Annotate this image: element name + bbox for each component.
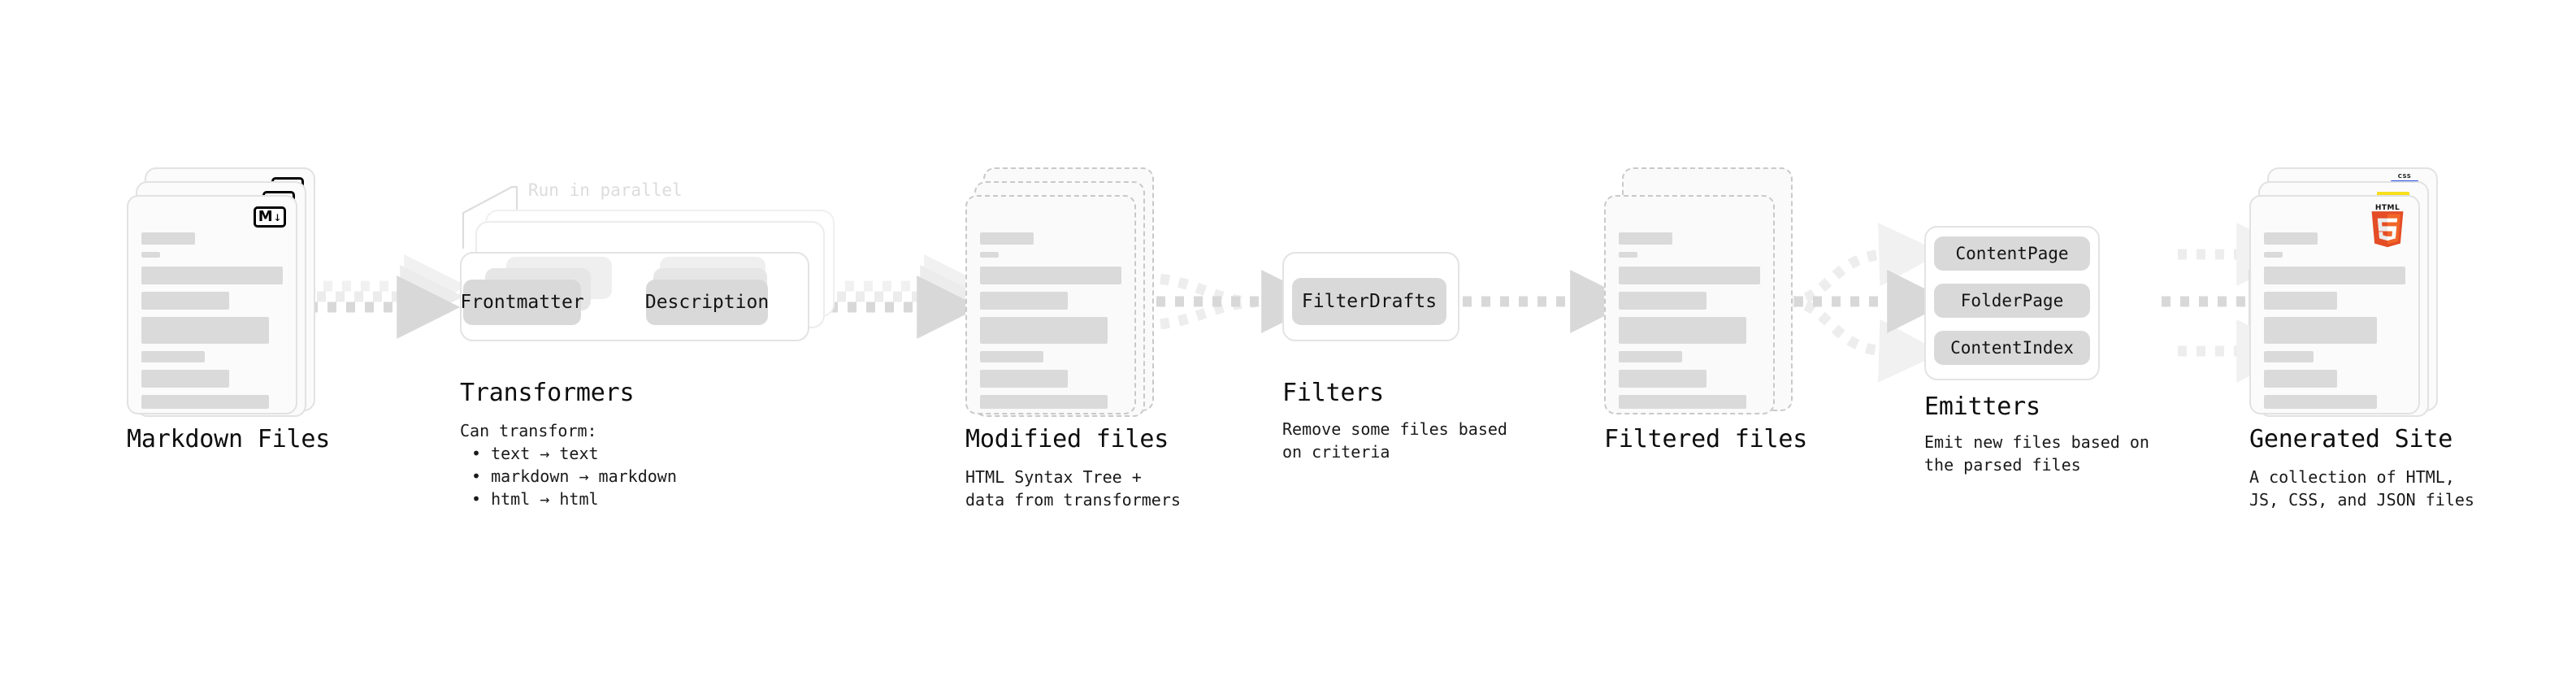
- filter-chip-filterdrafts[interactable]: FilterDrafts: [1292, 278, 1446, 325]
- label-markdown-files: Markdown Files: [127, 425, 331, 453]
- markdown-card-front: M ↓: [127, 195, 297, 414]
- stage-modified-files: [965, 167, 1169, 463]
- placeholder-lines: [141, 232, 283, 416]
- label-modified-files: Modified files: [965, 425, 1169, 453]
- label-emitters: Emitters: [1924, 393, 2040, 421]
- generated-site-description: A collection of HTML, JS, CSS, and JSON …: [2249, 467, 2474, 510]
- label-filtered-files: Filtered files: [1604, 425, 1808, 453]
- markdown-arrow-glyph: ↓: [273, 209, 282, 224]
- transformer-chip-frontmatter[interactable]: Frontmatter: [460, 280, 584, 325]
- transformers-bullet-2: • html → html: [471, 489, 599, 509]
- html5-wordmark: HTML: [2374, 204, 2400, 212]
- html5-logo-icon: HTML: [2370, 204, 2405, 252]
- arrow-filtered-to-emitters: [1776, 223, 1951, 383]
- filtered-card-front: [1604, 195, 1775, 414]
- arrow-transformers-to-modified: [829, 254, 988, 339]
- parallel-note: Run in parallel: [528, 180, 683, 200]
- label-transformers: Transformers: [460, 379, 635, 407]
- transformer-chip-description[interactable]: Description: [645, 280, 769, 325]
- placeholder-lines: [1619, 232, 1760, 416]
- emitters-description: Emit new files based on the parsed files: [1924, 432, 2149, 475]
- placeholder-lines: [2264, 232, 2405, 416]
- transformers-bullet-0: • text → text: [471, 444, 599, 463]
- arrow-emitters-to-site: [2162, 223, 2313, 383]
- transformers-description: Can transform:: [460, 421, 597, 440]
- site-card-front: HTML: [2249, 195, 2420, 414]
- modified-card-front: [965, 195, 1136, 414]
- arrow-markdown-to-transformers: [309, 254, 468, 339]
- arrow-modified-to-filters: [1138, 270, 1325, 333]
- label-generated-site: Generated Site: [2249, 425, 2453, 453]
- emitter-chip-contentpage[interactable]: ContentPage: [1934, 236, 2090, 271]
- emitter-chip-folderpage[interactable]: FolderPage: [1934, 284, 2090, 318]
- parallel-bracket: [462, 185, 518, 249]
- markdown-letter: M: [258, 208, 273, 225]
- stage-generated-site: HTML: [2249, 167, 2452, 463]
- emitter-chip-contentindex[interactable]: ContentIndex: [1934, 331, 2090, 365]
- transformers-bullet-1: • markdown → markdown: [471, 466, 677, 486]
- modified-files-description: HTML Syntax Tree + data from transformer…: [965, 467, 1181, 510]
- markdown-icon: M ↓: [254, 206, 286, 228]
- placeholder-lines: [980, 232, 1121, 416]
- label-filters: Filters: [1282, 379, 1385, 407]
- html5-shield: [2371, 211, 2404, 248]
- filters-description: Remove some files based on criteria: [1282, 419, 1507, 462]
- stage-filtered-files: [1604, 167, 1807, 463]
- stage-markdown-files: M ↓ M ↓ M ↓: [127, 167, 330, 463]
